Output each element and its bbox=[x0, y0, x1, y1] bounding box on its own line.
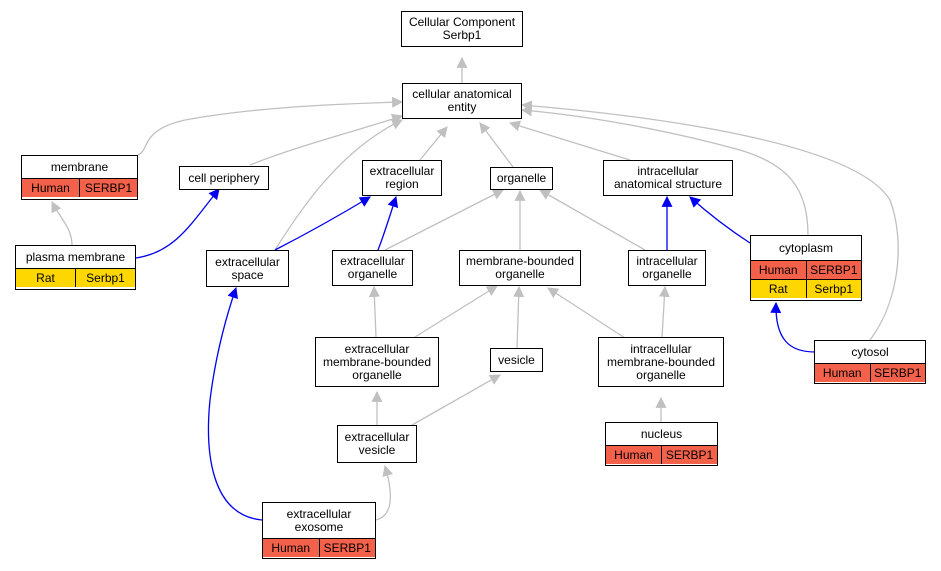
edge-embo-extorg bbox=[368, 285, 380, 338]
edge-exosome-extspace bbox=[207, 286, 263, 521]
edge-organelle-cae bbox=[479, 122, 514, 168]
node-vesicle[interactable]: vesicle bbox=[490, 348, 543, 372]
species-cell: Human bbox=[815, 364, 870, 382]
gene-cell: SERBP1 bbox=[869, 364, 925, 382]
species-cell: Human bbox=[22, 179, 79, 197]
edge-ias-cae bbox=[508, 120, 631, 161]
edge-extorg-organelle bbox=[384, 189, 504, 251]
node-extracellular-space[interactable]: extracellular space bbox=[206, 250, 289, 287]
gene-cell: Serbp1 bbox=[805, 280, 861, 298]
edge-cytoplasm-cae bbox=[520, 105, 809, 236]
gene-cell: SERBP1 bbox=[805, 261, 861, 279]
node-intracellular-anatomical-structure[interactable]: intracellular anatomical structure bbox=[603, 160, 733, 196]
node-intracellular-membrane-bounded-organelle[interactable]: intracellular membrane-bounded organelle bbox=[598, 337, 724, 387]
species-cell: Human bbox=[751, 261, 806, 279]
node-extracellular-vesicle[interactable]: extracellular vesicle bbox=[337, 425, 417, 463]
gene-cell: Serbp1 bbox=[75, 269, 135, 287]
node-extracellular-membrane-bounded-organelle[interactable]: extracellular membrane-bounded organelle bbox=[315, 337, 439, 387]
edge-exosome-extves bbox=[375, 464, 394, 521]
annotation-row: Human SERBP1 bbox=[606, 445, 717, 464]
edge-imbo-mbo bbox=[547, 287, 626, 339]
node-cytoplasm[interactable]: cytoplasm Human SERBP1 Rat Serbp1 bbox=[750, 235, 862, 301]
edge-extves-vesicle bbox=[411, 374, 501, 426]
edge-cytosol-cytoplasm bbox=[770, 301, 816, 353]
species-cell: Human bbox=[606, 446, 661, 464]
node-extracellular-exosome[interactable]: extracellular exosome Human SERBP1 bbox=[262, 502, 376, 559]
node-nucleus[interactable]: nucleus Human SERBP1 bbox=[605, 422, 718, 466]
annotation-row: Rat Serbp1 bbox=[751, 279, 861, 298]
node-cytosol[interactable]: cytosol Human SERBP1 bbox=[814, 340, 926, 384]
edge-embo-mbo bbox=[414, 285, 498, 338]
edge-intorg-organelle bbox=[539, 189, 646, 251]
edge-extorg-extregion bbox=[377, 195, 399, 251]
edge-cellperiphery-cae bbox=[249, 113, 404, 166]
edge-pm-cellperiphery bbox=[135, 188, 220, 259]
edge-membrane-cae bbox=[137, 96, 404, 156]
annotation-row: Human SERBP1 bbox=[22, 178, 137, 197]
node-intracellular-organelle[interactable]: intracellular organelle bbox=[628, 250, 706, 286]
node-cell-periphery[interactable]: cell periphery bbox=[179, 166, 269, 190]
node-extracellular-region[interactable]: extracellular region bbox=[362, 160, 442, 196]
node-extracellular-organelle[interactable]: extracellular organelle bbox=[332, 250, 413, 286]
edge-cytosol-cae bbox=[520, 100, 899, 341]
species-cell: Rat bbox=[751, 280, 806, 298]
annotation-row: Human SERBP1 bbox=[263, 538, 375, 557]
edge-vesicle-mbo bbox=[513, 285, 525, 349]
node-cellular-anatomical-entity[interactable]: cellular anatomical entity bbox=[402, 83, 522, 119]
edge-cytoplasm-ias bbox=[689, 196, 751, 244]
annotation-row: Rat Serbp1 bbox=[16, 268, 135, 287]
annotation-row: Human SERBP1 bbox=[751, 260, 861, 279]
gene-cell: SERBP1 bbox=[79, 179, 137, 197]
species-cell: Rat bbox=[16, 269, 75, 287]
annotation-row: Human SERBP1 bbox=[815, 363, 925, 382]
node-cellular-component[interactable]: Cellular Component Serbp1 bbox=[401, 11, 523, 47]
edge-extregion-cae bbox=[419, 126, 448, 161]
gene-cell: SERBP1 bbox=[661, 446, 717, 464]
edge-imbo-intorg bbox=[658, 285, 670, 338]
node-plasma-membrane[interactable]: plasma membrane Rat Serbp1 bbox=[15, 245, 136, 290]
node-membrane[interactable]: membrane Human SERBP1 bbox=[21, 155, 138, 200]
edge-extspace-cae bbox=[274, 119, 403, 251]
node-membrane-bounded-organelle[interactable]: membrane-bounded organelle bbox=[459, 250, 581, 286]
edge-extspace-extregion bbox=[274, 196, 371, 251]
node-organelle[interactable]: organelle bbox=[490, 167, 553, 190]
gene-cell: SERBP1 bbox=[318, 539, 375, 557]
species-cell: Human bbox=[263, 539, 319, 557]
edge-pm-membrane bbox=[51, 201, 73, 246]
